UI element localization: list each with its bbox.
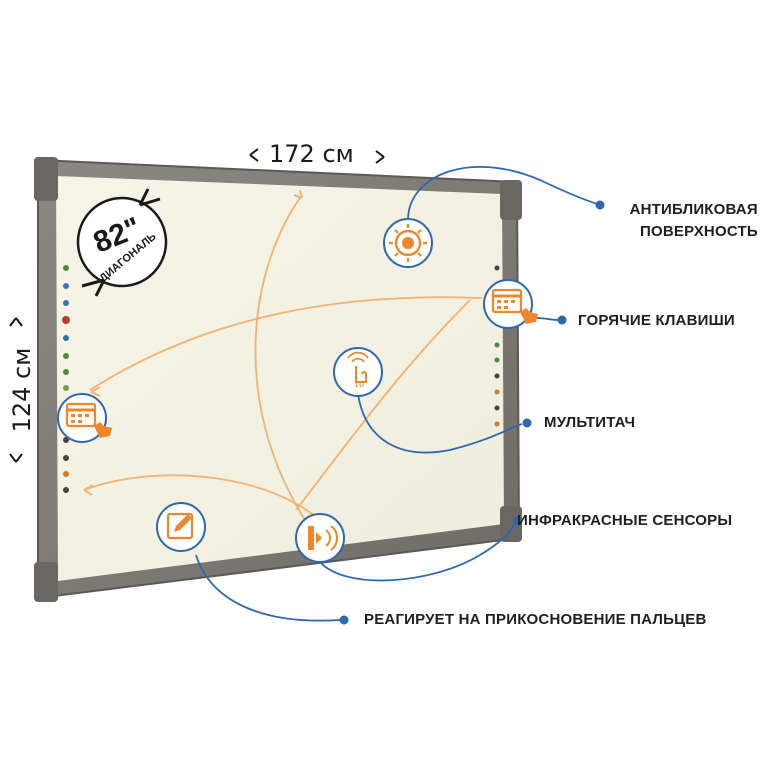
connectors bbox=[195, 165, 601, 622]
height-label: 124 см bbox=[8, 347, 36, 433]
whiteboard bbox=[34, 157, 522, 602]
label-multitouch: МУЛЬТИТАЧ bbox=[544, 414, 636, 431]
width-label: 172 см bbox=[269, 140, 354, 168]
label-hot-keys: ГОРЯЧИЕ КЛАВИШИ bbox=[578, 312, 735, 329]
keyboard-hand-icon bbox=[483, 279, 538, 329]
pen-edit-icon bbox=[156, 502, 206, 552]
height-dimension bbox=[9, 317, 23, 463]
connector-dot-multitouch bbox=[522, 418, 532, 428]
connector-dot-finger-touch bbox=[339, 615, 349, 625]
connector-dot-anti-glare bbox=[595, 200, 605, 210]
frame-corner-top-right bbox=[500, 180, 522, 220]
right-toolbar bbox=[494, 265, 500, 427]
frame-corner-bottom-right bbox=[500, 506, 522, 542]
connector-dot-ir-sensors bbox=[512, 516, 522, 526]
whiteboard-surface bbox=[56, 176, 504, 581]
multitouch-hand-icon: 10 bbox=[333, 347, 383, 397]
frame-corner-bottom-left bbox=[34, 562, 58, 602]
diagonal-badge: 82" ДИАГОНАЛЬ bbox=[76, 188, 168, 297]
frame-corner-top-left bbox=[34, 157, 58, 201]
label-anti-glare-line2: ПОВЕРХНОСТЬ bbox=[640, 223, 758, 240]
sun-icon bbox=[383, 218, 433, 268]
connector-dot-hot-keys bbox=[557, 315, 567, 325]
label-ir-sensors: ИНФРАКРАСНЫЕ СЕНСОРЫ bbox=[517, 512, 733, 529]
label-finger-touch: РЕАГИРУЕТ НА ПРИКОСНОВЕНИЕ ПАЛЬЦЕВ bbox=[364, 611, 707, 628]
label-anti-glare: АНТИБЛИКОВАЯ ПОВЕРХНОСТЬ bbox=[613, 199, 758, 243]
infrared-sensor-icon bbox=[295, 513, 345, 563]
label-anti-glare-line1: АНТИБЛИКОВАЯ bbox=[629, 201, 758, 218]
width-dimension bbox=[249, 148, 385, 164]
multitouch-count: 10 bbox=[354, 380, 364, 389]
gesture-curves bbox=[83, 189, 483, 521]
keyboard-hand-icon-left bbox=[57, 393, 112, 443]
